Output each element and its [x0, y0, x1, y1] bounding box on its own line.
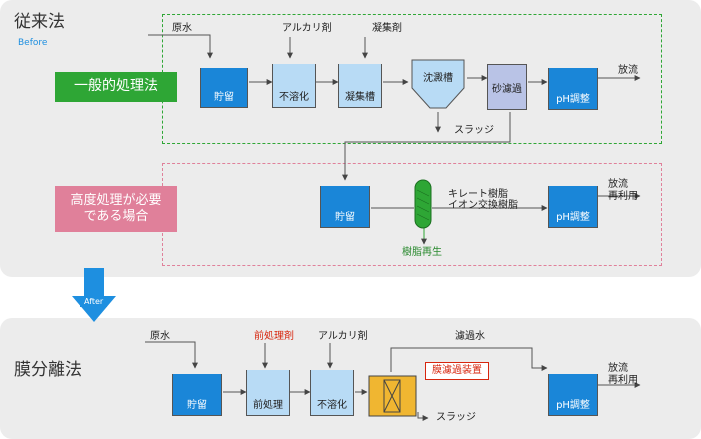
pretreatment-tank-label: 前処理: [253, 400, 283, 411]
after-badge: After: [80, 296, 108, 307]
after-discharge-label: 放流: [608, 363, 628, 374]
sedimentation-label: 沈澱槽: [423, 73, 453, 84]
sludge-label: スラッジ: [454, 125, 494, 136]
sand-filter: 砂濾過: [487, 64, 527, 110]
coagulation-tank: 凝集槽: [338, 64, 382, 108]
storage-tank-label: 貯留: [214, 92, 234, 103]
after-insolubilize-tank: 不溶化: [310, 370, 354, 416]
sand-filter-label: 砂濾過: [492, 83, 522, 95]
after-storage-tank: 貯留: [172, 374, 222, 416]
advanced-storage-tank: 貯留: [320, 186, 370, 228]
general-process-label: 一般的処理法: [55, 72, 177, 102]
after-reuse-label: 再利用: [608, 375, 638, 386]
filtrate-label: 濾過水: [455, 331, 485, 342]
advanced-ph-tank: pH調整: [548, 186, 598, 228]
discharge-label: 放流: [618, 65, 638, 76]
ph-tank-label: pH調整: [556, 94, 590, 105]
before-badge: Before: [18, 38, 48, 48]
after-storage-label: 貯留: [187, 400, 207, 411]
before-title: 従来法: [14, 12, 65, 32]
pretreatment-agent-label: 前処理剤: [254, 331, 294, 342]
ph-tank: pH調整: [548, 68, 598, 110]
coagulant-label: 凝集剤: [372, 23, 402, 34]
storage-tank: 貯留: [200, 68, 248, 108]
coagulation-tank-label: 凝集槽: [345, 92, 375, 103]
membrane-unit-label: 膜濾過装置: [425, 362, 489, 380]
alkali-label: アルカリ剤: [282, 23, 332, 34]
after-ph-tank: pH調整: [548, 374, 598, 416]
advanced-ph-label: pH調整: [556, 212, 590, 223]
ion-exchange-label: イオン交換樹脂: [448, 200, 518, 211]
after-sludge-label: スラッジ: [436, 412, 476, 423]
pretreatment-tank: 前処理: [246, 370, 290, 416]
after-raw-water-label: 原水: [150, 331, 170, 342]
insolubilize-tank: 不溶化: [272, 64, 316, 108]
chelate-label: キレート樹脂: [448, 189, 508, 200]
after-insolubilize-label: 不溶化: [317, 400, 347, 411]
resin-regeneration-label: 樹脂再生: [402, 247, 442, 258]
after-ph-label: pH調整: [556, 400, 590, 411]
advanced-process-label: 高度処理が必要である場合: [55, 186, 177, 232]
after-title: 膜分離法: [14, 360, 82, 380]
advanced-discharge-label: 放流: [608, 179, 628, 190]
insolubilize-tank-label: 不溶化: [279, 92, 309, 103]
advanced-reuse-label: 再利用: [608, 191, 638, 202]
raw-water-label: 原水: [172, 23, 192, 34]
after-alkali-label: アルカリ剤: [318, 331, 368, 342]
advanced-storage-label: 貯留: [335, 212, 355, 223]
